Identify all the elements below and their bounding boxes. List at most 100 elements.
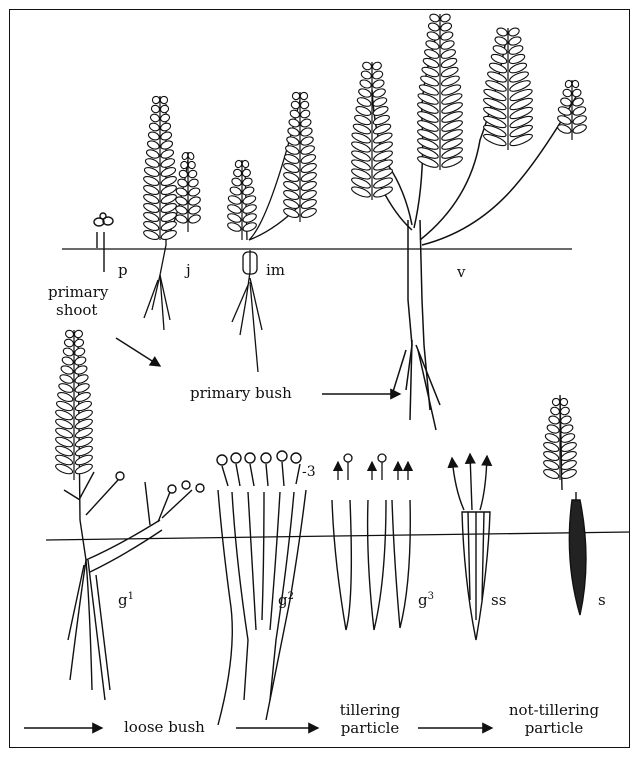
stage-label-v: v bbox=[457, 264, 465, 281]
leaf bbox=[300, 135, 315, 147]
leaf bbox=[299, 100, 309, 110]
leaf bbox=[241, 168, 251, 178]
leaf bbox=[63, 338, 74, 348]
leaf bbox=[440, 22, 453, 33]
leaf bbox=[287, 126, 301, 137]
leaf bbox=[226, 212, 242, 224]
leaf bbox=[150, 104, 160, 114]
leaf bbox=[232, 168, 242, 178]
leaf bbox=[372, 78, 386, 89]
leaf bbox=[149, 113, 160, 123]
leaf bbox=[226, 203, 242, 215]
leaf bbox=[494, 35, 508, 46]
leaf bbox=[148, 122, 160, 132]
leaf bbox=[426, 30, 440, 41]
leaf bbox=[242, 194, 257, 206]
leaf bbox=[187, 160, 196, 169]
leaf bbox=[572, 123, 588, 135]
leaf bbox=[496, 27, 509, 38]
stage-label-g3: g3 bbox=[418, 592, 434, 611]
label-loose-bush: loose bush bbox=[124, 719, 205, 736]
leaf bbox=[160, 139, 174, 150]
stage-label-g2: g2 bbox=[278, 592, 294, 611]
leaf bbox=[147, 131, 160, 142]
leaf bbox=[64, 329, 74, 339]
plant-ss bbox=[452, 454, 490, 640]
leaf bbox=[427, 22, 440, 33]
leaf bbox=[226, 221, 242, 233]
label-not-tillering-line2: particle bbox=[492, 720, 616, 737]
leaf bbox=[560, 415, 573, 426]
leaf bbox=[508, 27, 521, 38]
leaf bbox=[160, 148, 175, 160]
leaf bbox=[241, 177, 253, 187]
leaf bbox=[188, 204, 202, 215]
leaf bbox=[74, 373, 89, 385]
plant-g2 bbox=[217, 451, 306, 725]
leaf bbox=[160, 131, 173, 142]
leaf bbox=[440, 39, 455, 51]
g2-marker: -3 bbox=[302, 464, 316, 481]
leaf bbox=[188, 213, 202, 224]
leaf bbox=[300, 126, 314, 137]
leaf bbox=[372, 70, 384, 81]
leaf bbox=[231, 177, 243, 187]
leaf bbox=[551, 397, 560, 406]
leaf bbox=[242, 212, 258, 224]
label-primary-bush: primary bush bbox=[190, 385, 292, 402]
leaf bbox=[187, 169, 197, 179]
leafy-shoots bbox=[54, 13, 587, 481]
leaf bbox=[74, 364, 88, 375]
leaf bbox=[160, 122, 172, 132]
leaf bbox=[371, 61, 382, 71]
label-tillering-line2: particle bbox=[322, 720, 418, 737]
leaf bbox=[151, 95, 160, 104]
stage-label-s: s bbox=[598, 592, 606, 609]
leaf bbox=[300, 118, 313, 129]
leaf bbox=[299, 109, 310, 119]
leaf bbox=[73, 329, 83, 339]
leaf bbox=[188, 195, 202, 206]
stage-label-p: p bbox=[118, 262, 128, 279]
leaf bbox=[146, 139, 160, 150]
leaf bbox=[571, 88, 582, 98]
leaf bbox=[177, 178, 189, 188]
leaf bbox=[440, 13, 452, 23]
stage-label-g1: g1 bbox=[118, 592, 134, 611]
leaf bbox=[62, 347, 74, 358]
leaf bbox=[61, 356, 74, 367]
leaf bbox=[560, 423, 574, 434]
leaf bbox=[548, 415, 561, 426]
leaf bbox=[159, 95, 168, 104]
leaf bbox=[60, 364, 74, 375]
leaf bbox=[440, 30, 454, 41]
leaf bbox=[73, 338, 84, 348]
leaf bbox=[562, 88, 573, 98]
leaf bbox=[359, 78, 373, 89]
leaf bbox=[429, 13, 441, 23]
leaf bbox=[288, 118, 301, 129]
plant-p bbox=[94, 213, 113, 272]
plant-g3 bbox=[332, 500, 410, 630]
leaf bbox=[74, 356, 87, 367]
plant-v bbox=[372, 40, 580, 430]
leaf bbox=[556, 123, 572, 135]
leaf bbox=[425, 39, 440, 51]
label-primary-shoot-line2: shoot bbox=[56, 302, 97, 319]
leaf bbox=[289, 109, 300, 119]
leaf bbox=[227, 194, 242, 206]
leaf bbox=[572, 114, 588, 126]
leaf bbox=[299, 91, 308, 100]
leaf bbox=[188, 178, 200, 188]
stage-label-j: j bbox=[186, 262, 191, 279]
leaf bbox=[159, 113, 170, 123]
label-tillering-line1: tillering bbox=[322, 702, 418, 719]
leaf bbox=[546, 423, 560, 434]
leaf bbox=[145, 148, 160, 160]
g3-shoot-arrows bbox=[338, 454, 408, 480]
arrow-shoot-to-bush bbox=[116, 338, 160, 366]
leaf bbox=[159, 104, 169, 114]
leaf bbox=[175, 187, 188, 198]
leaf bbox=[59, 373, 74, 385]
